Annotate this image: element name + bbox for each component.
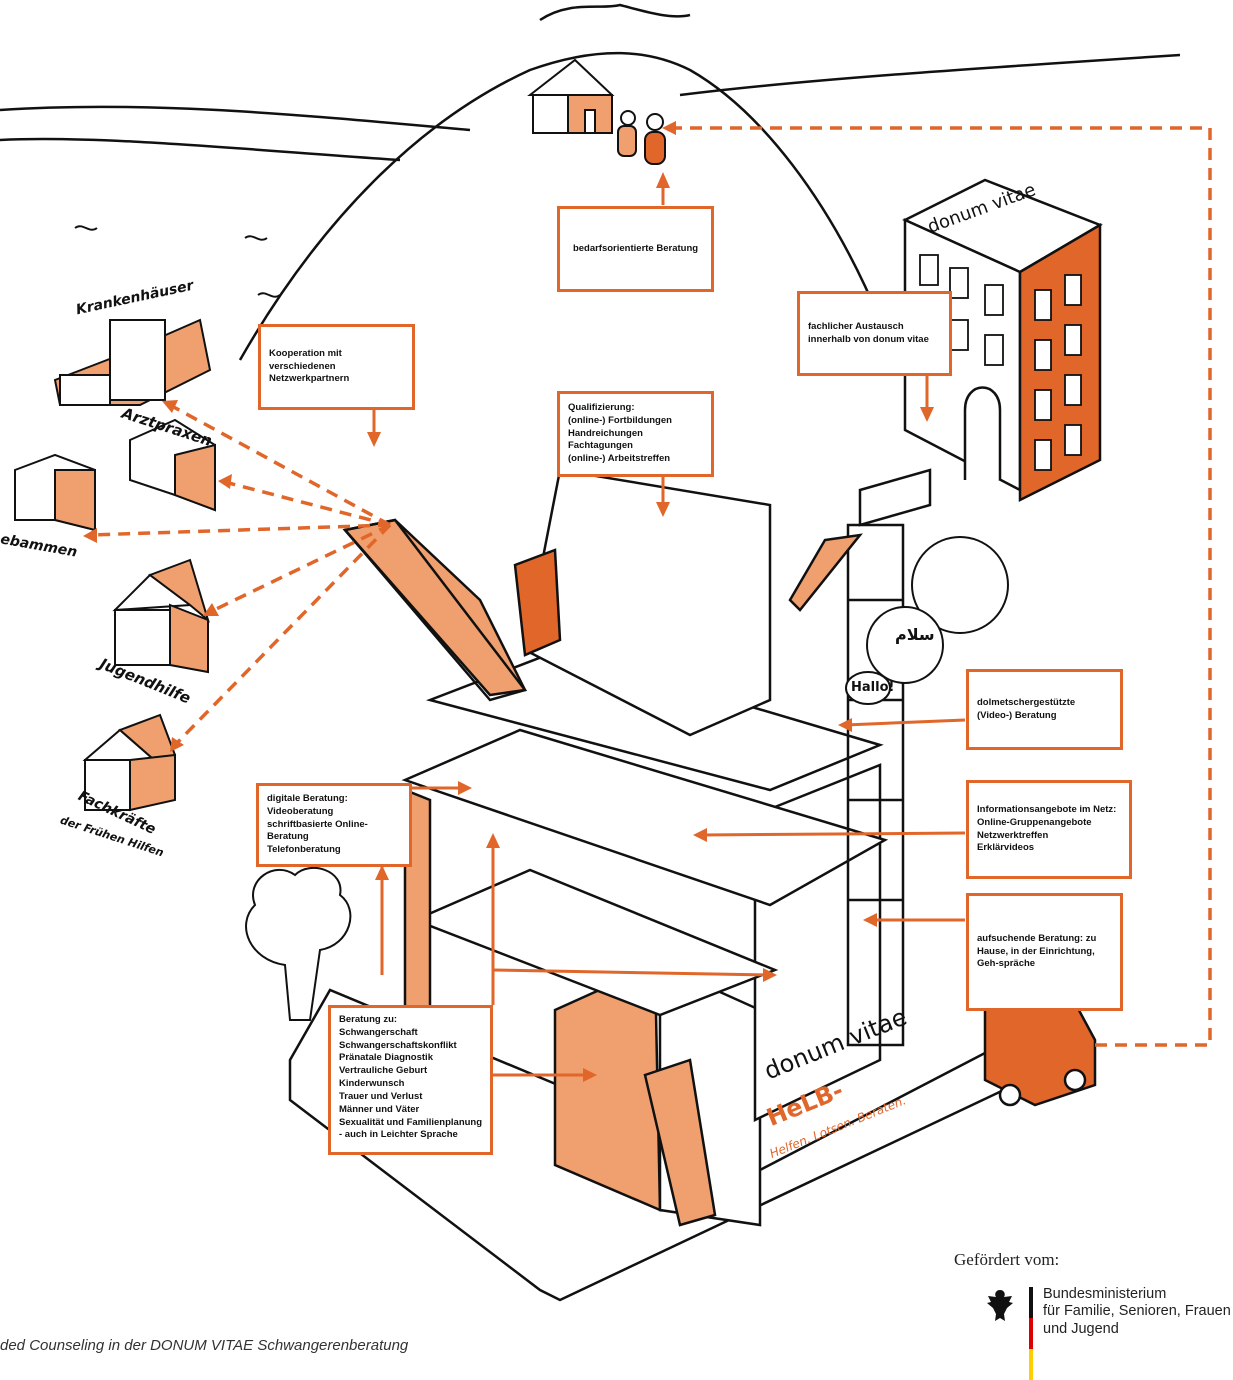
- ministry-line: und Jugend: [1043, 1320, 1119, 1337]
- tree: [245, 866, 352, 1021]
- box-text: Netzwerkpartnern: [269, 373, 350, 385]
- box-text: (online-) Arbeitstreffen: [568, 453, 671, 465]
- box-text: Schwangerschaft: [339, 1026, 418, 1038]
- hilltop-house: [527, 58, 615, 134]
- box-text: Kooperation mit: [269, 347, 342, 359]
- box-text: (online-) Fortbildungen: [568, 414, 672, 426]
- speech-hallo: Hallo!: [851, 680, 895, 695]
- speech-salam: سلام: [895, 625, 935, 644]
- box-text: Handreichungen: [568, 427, 643, 439]
- walking-couple: [617, 110, 666, 165]
- hill-landscape: [0, 3, 1181, 361]
- box-text: schriftbasierte Online-: [267, 818, 368, 830]
- box-text: Qualifizierung:: [568, 401, 635, 413]
- box-text: Vertrauliche Geburt: [339, 1065, 428, 1077]
- box-text: Sexualität und Familienplanung: [339, 1116, 483, 1128]
- box-text: Beratung zu:: [339, 1014, 398, 1025]
- krankenhaeuser-building: [53, 318, 212, 406]
- box-digitale-beratung: digitale Beratung: Videoberatung schrift…: [256, 783, 412, 867]
- box-text: Erklärvideos: [977, 842, 1035, 854]
- box-text: Online-Gruppenangebote: [977, 816, 1092, 828]
- federal-eagle-icon: [987, 1290, 1013, 1321]
- box-beratung-zu: Beratung zu: Schwangerschaft Schwangersc…: [328, 1005, 493, 1155]
- box-kooperation: Kooperation mit verschiedenen Netzwerkpa…: [258, 324, 415, 410]
- jugendhilfe-building: [112, 558, 210, 674]
- box-qualifizierung: Qualifizierung: (online-) Fortbildungen …: [557, 391, 714, 477]
- box-text: fachlicher Austausch: [808, 320, 904, 332]
- funding-title: Gefördert vom:: [954, 1250, 1060, 1269]
- box-text: Netzwerktreffen: [977, 829, 1049, 841]
- donum-vitae-headquarters: [902, 178, 1103, 503]
- box-text: innerhalb von donum vitae: [808, 333, 929, 345]
- speech-bubbles: [845, 536, 1009, 705]
- box-text: bedarfsorientierte Beratung: [572, 242, 699, 254]
- hebammen-building: [14, 453, 96, 532]
- box-aufsuchende-beratung: aufsuchende Beratung: zu Hause, in der E…: [966, 893, 1123, 1011]
- box-informationsangebote: Informationsangebote im Netz: Online-Gru…: [966, 780, 1132, 879]
- box-text: Videoberatung: [267, 805, 334, 817]
- ministry-line: für Familie, Senioren, Frauen: [1043, 1303, 1231, 1320]
- arrowheads: [367, 172, 934, 1082]
- arztpraxen-building: [129, 418, 216, 512]
- counseling-center-building: [288, 468, 1027, 1302]
- box-text: verschiedenen: [269, 360, 336, 372]
- box-fachlicher-austausch: fachlicher Austausch innerhalb von donum…: [797, 291, 952, 376]
- box-text: Trauer und Verlust: [339, 1090, 423, 1102]
- box-text: Pränatale Diagnostik: [339, 1052, 433, 1064]
- box-dolmetschergestuetzte-beratung: dolmetschergestützte (Video-) Beratung: [966, 669, 1123, 750]
- german-flag-bar: [1029, 1287, 1033, 1380]
- figure-caption: ded Counseling in der DONUM VITAE Schwan…: [0, 1337, 409, 1354]
- dashed-arrowheads: [83, 121, 676, 752]
- box-text: Schwangerschaftskonflikt: [339, 1039, 457, 1051]
- box-text: digitale Beratung:: [267, 792, 348, 804]
- box-bedarfsorientierte-beratung: bedarfsorientierte Beratung: [557, 206, 714, 292]
- box-text: aufsuchende Beratung: zu: [977, 932, 1097, 944]
- ministry-name: Bundesministerium für Familie, Senioren,…: [1043, 1286, 1231, 1338]
- box-text: Kinderwunsch: [339, 1078, 405, 1090]
- ministry-line: Bundesministerium: [1043, 1286, 1167, 1302]
- box-text: Fachtagungen: [568, 440, 633, 452]
- box-text: (Video-) Beratung: [977, 709, 1057, 721]
- box-text: Beratung: [267, 831, 309, 843]
- dashed-network-arrows: [89, 126, 1212, 1047]
- fruehe-hilfen-building: [82, 713, 177, 812]
- box-text: Telefonberatung: [267, 844, 341, 856]
- box-text: dolmetschergestützte: [977, 696, 1076, 708]
- box-text: Hause, in der Einrichtung,: [977, 945, 1095, 957]
- connection-arrows: [372, 180, 966, 1077]
- box-text: Männer und Väter: [339, 1103, 420, 1115]
- box-text: Geh-spräche: [977, 958, 1036, 970]
- box-text: Informationsangebote im Netz:: [977, 803, 1117, 815]
- box-text: - auch in Leichter Sprache: [339, 1129, 458, 1141]
